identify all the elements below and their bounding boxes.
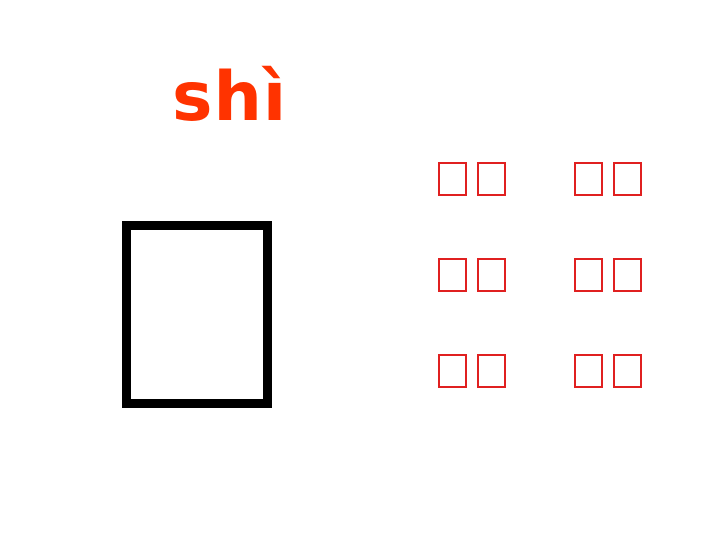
missing-glyph <box>438 162 467 196</box>
missing-glyph <box>438 258 467 292</box>
word-row <box>438 258 648 294</box>
missing-glyph <box>477 354 506 388</box>
main-character-glyph <box>122 221 272 408</box>
missing-glyph <box>477 258 506 292</box>
missing-glyph <box>613 258 642 292</box>
missing-glyph <box>613 354 642 388</box>
word-row <box>438 354 648 390</box>
missing-glyph <box>574 354 603 388</box>
pinyin-label: shì <box>172 58 288 137</box>
missing-glyph <box>477 162 506 196</box>
missing-glyph <box>574 258 603 292</box>
missing-glyph <box>574 162 603 196</box>
word-row <box>438 162 648 198</box>
missing-glyph <box>613 162 642 196</box>
missing-glyph <box>438 354 467 388</box>
